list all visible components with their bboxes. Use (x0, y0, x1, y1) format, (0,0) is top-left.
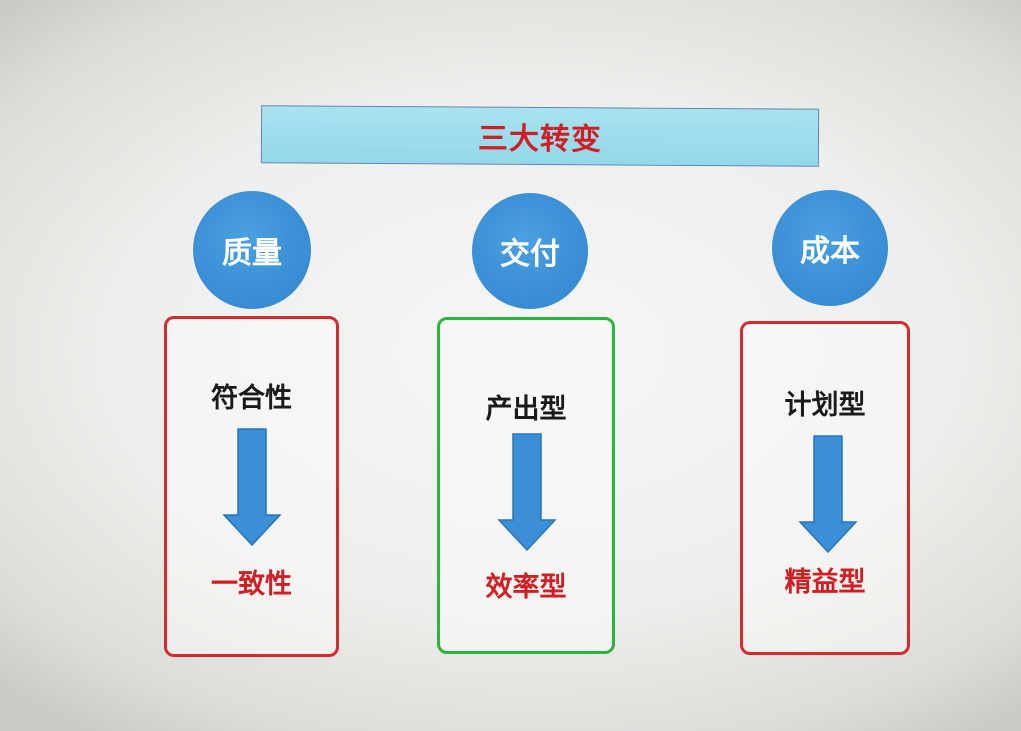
down-arrow-icon (222, 428, 282, 547)
box-quality: 符合性 一致性 (164, 316, 339, 657)
circle-label: 成本 (800, 234, 860, 269)
to-label: 一致性 (211, 569, 292, 600)
down-arrow-icon (497, 433, 557, 552)
from-label: 计划型 (784, 390, 866, 421)
from-label: 产出型 (485, 394, 567, 425)
box-delivery: 产出型 效率型 (437, 317, 615, 654)
from-label: 符合性 (211, 383, 292, 414)
to-label: 效率型 (485, 572, 567, 603)
title-banner: 三大转变 (260, 105, 820, 167)
down-arrow-icon (798, 435, 858, 554)
circle-cost: 成本 (772, 190, 888, 306)
circle-quality: 质量 (193, 191, 311, 309)
to-label: 精益型 (784, 567, 866, 598)
box-cost: 计划型 精益型 (740, 321, 910, 655)
circle-delivery: 交付 (472, 193, 588, 309)
circle-label: 交付 (500, 237, 560, 272)
diagram-title: 三大转变 (477, 121, 603, 158)
circle-label: 质量 (222, 236, 282, 271)
